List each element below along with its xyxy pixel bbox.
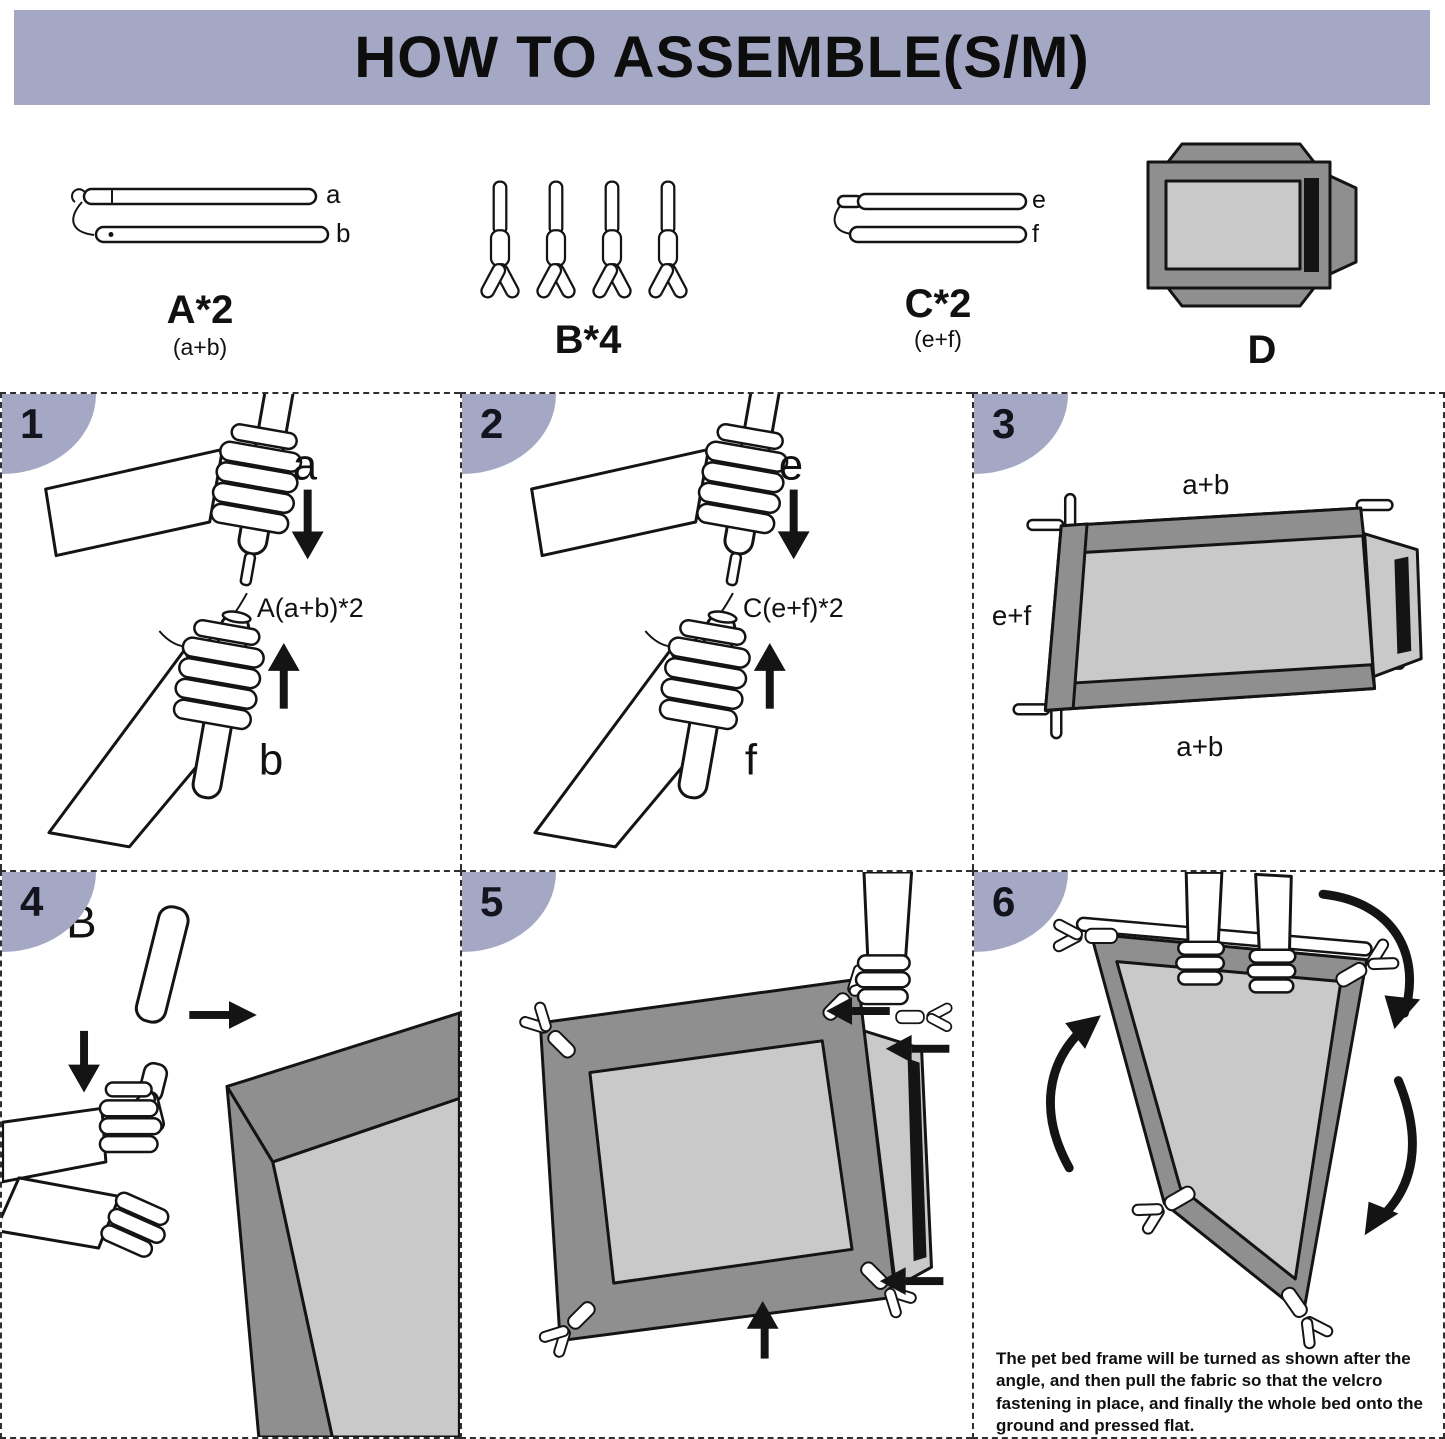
step-3-left-label: e+f [992, 600, 1032, 631]
velcro-strip [1394, 556, 1412, 654]
step-1-top-label: a [293, 441, 318, 490]
pole-f-with-hand [533, 610, 751, 849]
step-5-illustration [514, 872, 955, 1363]
step-1-formula-label: A(a+b)*2 [257, 593, 364, 623]
step-3-panel: 3 a+b e+f a+b [972, 392, 1445, 870]
step-6-number: 6 [992, 878, 1016, 925]
part-c-poles-illustration: e f [833, 186, 1046, 248]
step-1-illustration: a A(a+b)*2 b [44, 394, 364, 849]
arrow-up-icon [746, 1300, 779, 1359]
step-2-formula-label: C(e+f)*2 [743, 593, 844, 623]
step-3-top-label: a+b [1182, 469, 1229, 500]
parts-row: a b A*2 (a+b) B*4 e f [0, 106, 1445, 392]
loose-leg [895, 1001, 955, 1034]
leg-tube [134, 905, 190, 1024]
arrow-down-icon [291, 489, 324, 560]
pole-a-with-hand [44, 394, 303, 587]
page-title: HOW TO ASSEMBLE(S/M) [354, 25, 1090, 90]
step-5-panel: 5 [460, 870, 972, 1439]
top-pole [1075, 916, 1373, 957]
part-b-legs-illustration [478, 180, 690, 301]
arrow-left-icon-3 [879, 1267, 944, 1296]
step-5-number: 5 [480, 878, 504, 925]
pole-label-f: f [1032, 220, 1039, 248]
part-d-fabric-illustration [1146, 142, 1358, 308]
part-a-label: A*2 [166, 288, 234, 332]
part-c: e f [818, 184, 1054, 266]
pole-label-b: b [336, 218, 350, 248]
left-sleeve [1043, 522, 1089, 712]
arrow-down-icon [68, 1030, 100, 1093]
arrow-left-icon-2 [885, 1034, 950, 1063]
arrow-right-icon [189, 1001, 257, 1029]
part-c-label: C*2 [904, 282, 972, 326]
step-6-panel: 6 [972, 870, 1445, 1439]
step-4-panel: 4 [0, 870, 460, 1439]
arrow-left-icon [826, 997, 890, 1025]
rotation-arrows [1046, 889, 1421, 1236]
part-a: a b [50, 176, 360, 271]
title-banner: HOW TO ASSEMBLE(S/M) [14, 10, 1430, 105]
step-2-panel: 2 [460, 392, 972, 870]
step-1-panel: 1 [0, 392, 460, 870]
hands [1175, 872, 1297, 994]
part-c-sublabel: (e+f) [914, 326, 962, 352]
step-2-bottom-label: f [745, 735, 758, 784]
arrow-down-icon [777, 489, 810, 560]
arrow-up-icon [753, 642, 786, 709]
step-2-top-label: e [779, 441, 803, 490]
step-2-illustration: e C(e+f)*2 f [530, 394, 844, 849]
step-6-caption: The pet bed frame will be turned as show… [996, 1349, 1423, 1436]
step-1-bottom-label: b [259, 735, 283, 784]
step-3-illustration: a+b e+f a+b [992, 469, 1423, 762]
hand-left [2, 1081, 163, 1184]
arrow-up-icon [267, 642, 300, 709]
pole-e-with-hand [530, 394, 789, 587]
step-3-number: 3 [992, 400, 1016, 447]
hand-lower [2, 1176, 170, 1258]
part-a-sublabel: (a+b) [172, 334, 228, 360]
part-b-label: B*4 [554, 318, 622, 362]
steps-grid: 1 [0, 392, 1445, 1439]
part-b [468, 146, 704, 314]
fabric-corner-left-band [225, 1084, 334, 1437]
part-d-label: D [1247, 328, 1277, 372]
step-2-number: 2 [480, 400, 504, 447]
step-4-illustration: B [2, 897, 460, 1437]
pole-label-e: e [1032, 186, 1046, 214]
step-1-number: 1 [20, 400, 44, 447]
velcro-strip [907, 1058, 927, 1262]
part-d [1122, 134, 1374, 316]
part-a-poles-illustration: a b [71, 179, 350, 248]
step-4-number: 4 [20, 878, 44, 925]
step-3-bottom-label: a+b [1176, 731, 1223, 762]
frame-inner [588, 1039, 854, 1285]
pole-b-with-hand [47, 610, 265, 849]
step-6-illustration [1046, 872, 1421, 1355]
pole-label-a: a [326, 179, 341, 209]
hand [854, 872, 914, 1006]
